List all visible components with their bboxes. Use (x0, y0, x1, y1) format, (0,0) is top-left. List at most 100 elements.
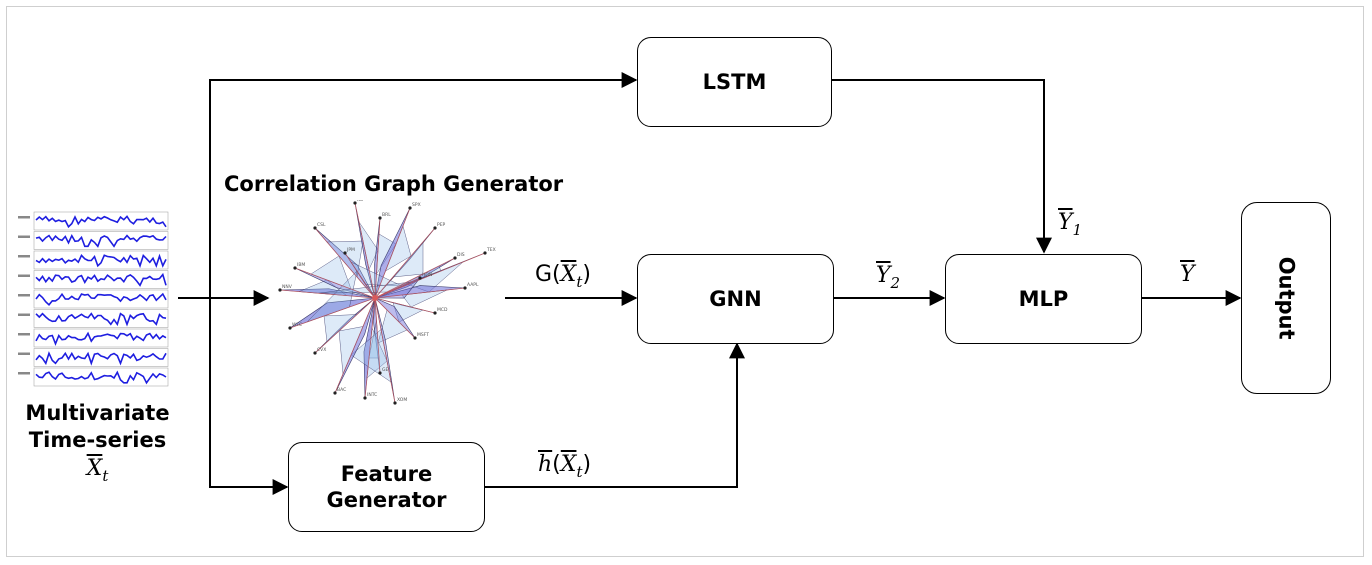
graph-node (313, 351, 317, 355)
series-axis-tick (18, 372, 30, 375)
graph-edge (374, 297, 381, 374)
graph-node-label: BAC (337, 387, 346, 393)
graph-node (293, 266, 297, 270)
graph-node (413, 336, 417, 340)
graph-node-label: WFC (292, 322, 302, 328)
graph-node-label: DIS (457, 252, 465, 258)
graph-node (288, 326, 292, 330)
graph-node (343, 251, 347, 255)
graph-node (483, 251, 487, 255)
series-axis-tick (18, 333, 30, 336)
lstm-box: LSTM (637, 37, 832, 127)
lstm-label: LSTM (702, 69, 767, 94)
graph-node (378, 371, 382, 375)
graph-edge (374, 217, 381, 299)
graph-edge (364, 297, 376, 399)
series-axis-tick (18, 352, 30, 355)
y1-label: Y1 (1058, 210, 1083, 239)
series-axis-tick (18, 274, 30, 277)
graph-node (453, 256, 457, 260)
graph-edge (374, 277, 421, 299)
series-axis-tick (18, 235, 30, 238)
graph-edge (374, 207, 411, 299)
graph-node (278, 288, 282, 292)
graph-node (463, 286, 467, 290)
feature-generator-label-line2: Generator (326, 488, 447, 512)
arrow-input-to-lstm (209, 72, 638, 298)
series-axis-tick (18, 313, 30, 316)
graph-node-label: BRL (382, 212, 391, 218)
graph-node-label: MCD (437, 307, 448, 313)
arrow-lstm-to-mlp (832, 79, 1052, 254)
series-line (35, 351, 167, 366)
feature-generator-box: Feature Generator (288, 442, 485, 532)
figure-frame (6, 6, 1364, 557)
graph-edge (374, 257, 456, 299)
series-panel (33, 211, 169, 231)
feature-generator-label-line1: Feature (340, 461, 433, 486)
correlation-graph: NNVIBMCSLKOBRLSPXPEPDISTEXAAPLMCDMSFTGEI… (278, 200, 496, 405)
graph-edge (289, 297, 376, 329)
series-axis-tick (18, 255, 30, 258)
graph-edge (344, 252, 376, 299)
mlp-label: MLP (1018, 286, 1069, 311)
graph-hub-node (372, 295, 378, 301)
graph-edge (374, 227, 436, 299)
series-line (35, 253, 167, 269)
series-line (35, 292, 167, 306)
arrow-input-to-feature-generator (209, 298, 289, 495)
output-label: Output (1274, 256, 1299, 340)
graph-node (378, 216, 382, 220)
graph-edge (374, 297, 396, 404)
input-label-line2: Time-series (28, 428, 167, 453)
series-line (35, 215, 167, 229)
graph-node-label: TEX (486, 247, 496, 253)
y-label: Y (1180, 262, 1195, 287)
graph-edge (294, 267, 376, 299)
graph-node (433, 311, 437, 315)
graph-edge (314, 227, 376, 299)
graph-node (353, 201, 357, 205)
series-line (35, 331, 167, 346)
series-axis-tick (18, 216, 30, 219)
graph-edge (374, 287, 466, 299)
series-panel (33, 309, 169, 328)
graph-edge (354, 202, 376, 299)
arrow-feature-generator-to-gnn (485, 342, 745, 488)
time-series-plot (18, 211, 169, 387)
graph-edge (374, 297, 436, 314)
graph-edge (374, 297, 416, 339)
input-symbol: Xt (86, 455, 109, 485)
y2-label: Y2 (876, 263, 901, 292)
graph-edge (314, 297, 376, 354)
graph-node-label: IBM (297, 262, 305, 268)
series-axis-tick (18, 294, 30, 297)
graph-edge (279, 289, 376, 299)
output-box: Output (1241, 202, 1331, 394)
graph-generator-title: Correlation Graph Generator (224, 172, 564, 196)
graph-node-label: AAPL (467, 282, 479, 288)
graph-node (418, 276, 422, 280)
graph-node-label: CSL (317, 222, 326, 228)
graph-node-label: SPX (412, 202, 421, 208)
series-line (35, 312, 167, 327)
graph-node-label: GE (382, 367, 388, 373)
series-panel (33, 328, 169, 348)
graph-node (408, 206, 412, 210)
input-label: Multivariate Time-series Xt (0, 400, 195, 486)
input-label-line1: Multivariate (25, 401, 170, 425)
graph-node-label: KO (357, 200, 364, 203)
graph-node (393, 401, 397, 405)
graph-node-label: NNV (282, 284, 293, 290)
graph-output-label: G(Xt) (535, 262, 591, 291)
series-panel (33, 250, 169, 270)
series-panel (33, 270, 169, 289)
graph-node (433, 226, 437, 230)
series-line (35, 272, 167, 287)
graph-node-label: CVX (317, 347, 326, 353)
graph-node (333, 391, 337, 395)
series-panel (33, 289, 169, 309)
series-panel (33, 367, 169, 387)
graph-node-label: XOM (397, 397, 407, 403)
